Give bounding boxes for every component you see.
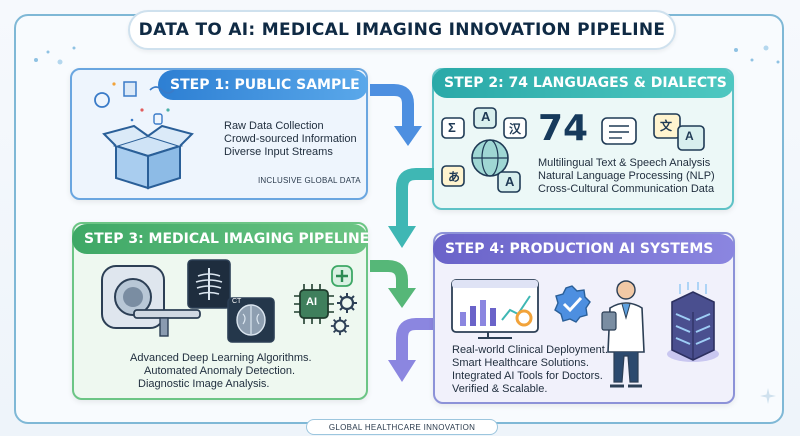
mri-scanner-icon	[101, 265, 201, 337]
step-4-line: Smart Healthcare Solutions.	[452, 357, 589, 369]
step-2-line: Multilingual Text & Speech Analysis	[538, 157, 711, 169]
step-4-line: Integrated AI Tools for Doctors.	[452, 370, 603, 382]
xray-icon	[187, 259, 231, 309]
page-title: DATA TO AI: MEDICAL IMAGING INNOVATION P…	[138, 20, 666, 40]
glyph-hiragana: あ	[448, 170, 461, 184]
step-2-label: STEP 2: 74 LANGUAGES & DIALECTS	[432, 68, 734, 98]
step-1-line: Diverse Input Streams	[224, 146, 333, 158]
step-2-line: Natural Language Processing (NLP)	[538, 170, 715, 182]
glyph-han: 汉	[509, 122, 522, 136]
step-4-line: Real-world Clinical Deployment.	[452, 344, 608, 356]
ai-chip-label: AI	[306, 296, 317, 308]
doctor-icon	[601, 280, 645, 388]
decorative-dots-icon	[34, 46, 76, 65]
gear-icon	[337, 293, 357, 313]
decorative-dots-icon	[734, 45, 780, 64]
step-3-line: Automated Anomaly Detection.	[144, 365, 296, 377]
step-1-tag: INCLUSIVE GLOBAL DATA	[258, 176, 361, 185]
sparkle-icon	[760, 388, 776, 404]
step-1-line: Raw Data Collection	[224, 120, 324, 132]
flow-arrow-icon	[388, 168, 434, 248]
step-3-label: STEP 3: MEDICAL IMAGING PIPELINE	[72, 224, 369, 254]
title-banner: DATA TO AI: MEDICAL IMAGING INNOVATION P…	[128, 10, 676, 50]
step-2-details: Multilingual Text & Speech Analysis Natu…	[538, 157, 715, 196]
step-3-line: Advanced Deep Learning Algorithms.	[130, 352, 312, 364]
server-icon	[667, 282, 719, 362]
step-4-details: Real-world Clinical Deployment. Smart He…	[452, 344, 608, 396]
footer-badge: GLOBAL HEALTHCARE INNOVATION	[306, 419, 498, 435]
glyph-a: A	[505, 174, 515, 189]
open-box-icon	[102, 124, 194, 190]
flow-arrow-icon	[388, 318, 434, 382]
step-4-line: Verified & Scalable.	[452, 383, 548, 395]
glyph-wen: 文	[660, 119, 673, 133]
step-1-label: STEP 1: PUBLIC SAMPLE	[158, 70, 368, 100]
step-3-details: Advanced Deep Learning Algorithms. Autom…	[130, 352, 312, 391]
glyph-sigma: Σ	[448, 120, 456, 135]
languages-count: 74	[538, 108, 589, 149]
ai-chip-icon	[294, 284, 334, 324]
flow-arrow-icon	[370, 84, 422, 146]
speech-bubble-icon	[601, 113, 705, 151]
confetti-icon	[94, 81, 175, 125]
plus-icon	[331, 265, 353, 287]
brain-scan-icon	[227, 297, 275, 343]
step-3-line: Diagnostic Image Analysis.	[138, 378, 270, 390]
step-4-label: STEP 4: PRODUCTION AI SYSTEMS	[433, 234, 735, 264]
gear-icon	[330, 316, 350, 336]
flow-arrow-icon	[370, 260, 416, 308]
dashboard-icon	[451, 279, 539, 339]
glyph-a: A	[481, 109, 491, 124]
glyph-a: A	[685, 129, 694, 143]
verified-badge-icon	[554, 285, 591, 323]
globe-icon	[441, 107, 527, 193]
ct-label: CT	[232, 298, 242, 305]
step-2-line: Cross-Cultural Communication Data	[538, 183, 715, 195]
step-1-line: Crowd-sourced Information	[224, 133, 357, 145]
step-1-details: Raw Data Collection Crowd-sourced Inform…	[224, 120, 357, 159]
